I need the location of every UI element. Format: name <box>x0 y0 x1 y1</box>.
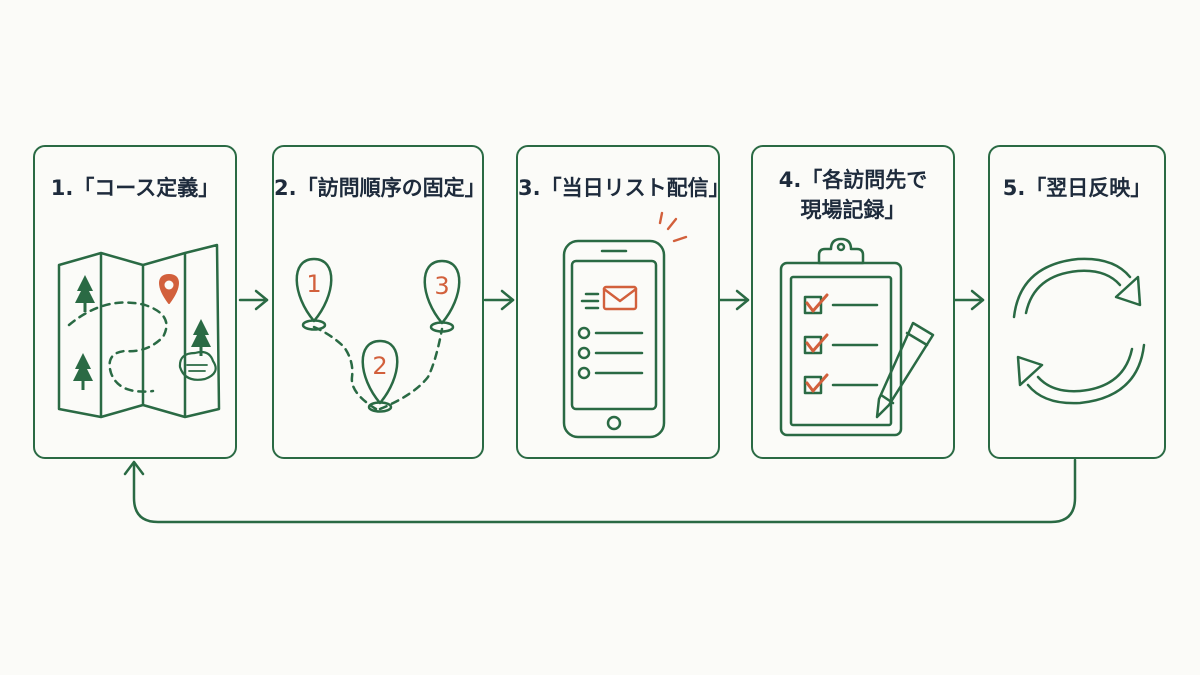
step-5-box: 5.「翌日反映」 <box>988 145 1166 459</box>
route-pin-2-label: 2 <box>372 352 388 380</box>
step-4-title: 4.「各訪問先で 現場記録」 <box>753 165 953 225</box>
refresh-cycle-icon <box>1012 257 1146 405</box>
arrow-4-to-5 <box>953 289 985 311</box>
step-4-title-line-1: 4.「各訪問先で <box>753 165 953 195</box>
step-5-number: 5. <box>1002 176 1026 200</box>
route-pin-3 <box>423 259 461 333</box>
arrow-2-to-3 <box>483 289 515 311</box>
step-4-number: 4. <box>778 168 802 192</box>
step-4-box: 4.「各訪問先で 現場記録」 <box>751 145 955 459</box>
step-2-title: 2.「訪問順序の固定」 <box>274 173 486 203</box>
step-1-number: 1. <box>50 176 74 200</box>
step-5-title: 5.「翌日反映」 <box>990 173 1164 203</box>
step-5-label: 「翌日反映」 <box>1025 176 1152 200</box>
step-2-box: 2.「訪問順序の固定」 1 2 3 <box>272 145 486 459</box>
step-3-label: 「当日リスト配信」 <box>540 176 730 200</box>
step-1-box: 1.「コース定義」 <box>33 145 237 459</box>
route-pin-1-label: 1 <box>306 270 322 298</box>
step-4-label-line-1: 「各訪問先で <box>801 168 928 192</box>
arrow-3-to-4 <box>718 289 750 311</box>
route-pin-2 <box>361 339 399 413</box>
clipboard-checklist-icon <box>779 237 935 437</box>
step-3-title: 3.「当日リスト配信」 <box>518 173 730 203</box>
step-2-number: 2. <box>274 176 297 200</box>
trail-map-icon <box>57 243 221 419</box>
route-pins-icon <box>295 257 461 413</box>
step-3-number: 3. <box>518 176 541 200</box>
step-2-label: 「訪問順序の固定」 <box>296 176 486 200</box>
route-pin-1 <box>295 257 333 331</box>
step-4-label-line-2: 現場記録」 <box>800 198 906 222</box>
step-1-title: 1.「コース定義」 <box>35 173 235 203</box>
route-pin-3-label: 3 <box>434 272 450 300</box>
smartphone-list-icon <box>562 211 688 439</box>
arrow-1-to-2 <box>238 289 269 311</box>
step-1-label: 「コース定義」 <box>73 176 220 200</box>
step-3-box: 3.「当日リスト配信」 <box>516 145 730 459</box>
